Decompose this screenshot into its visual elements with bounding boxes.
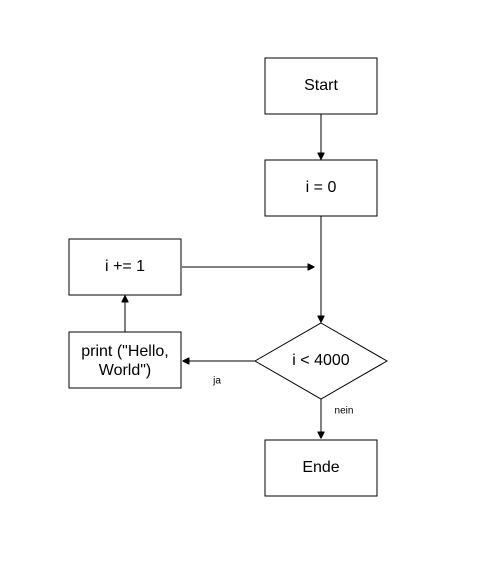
edge-label-yes: ja bbox=[212, 376, 221, 387]
edge-label-no: nein bbox=[335, 406, 354, 417]
end-node bbox=[264, 439, 378, 497]
start-node-label: Start bbox=[304, 77, 338, 94]
increment-node-label: i += 1 bbox=[105, 258, 145, 275]
condition-node-label: i < 4000 bbox=[292, 352, 349, 369]
init-node-label: i = 0 bbox=[306, 179, 337, 196]
end-node-label: Ende bbox=[302, 459, 339, 476]
print-node bbox=[68, 331, 182, 389]
init-node bbox=[264, 159, 378, 217]
start-node bbox=[264, 57, 378, 115]
print-node-label-line2: World") bbox=[99, 362, 152, 379]
increment-node bbox=[68, 238, 182, 296]
condition-node bbox=[253, 322, 389, 400]
print-node-label-line1: print ("Hello, bbox=[81, 343, 168, 360]
